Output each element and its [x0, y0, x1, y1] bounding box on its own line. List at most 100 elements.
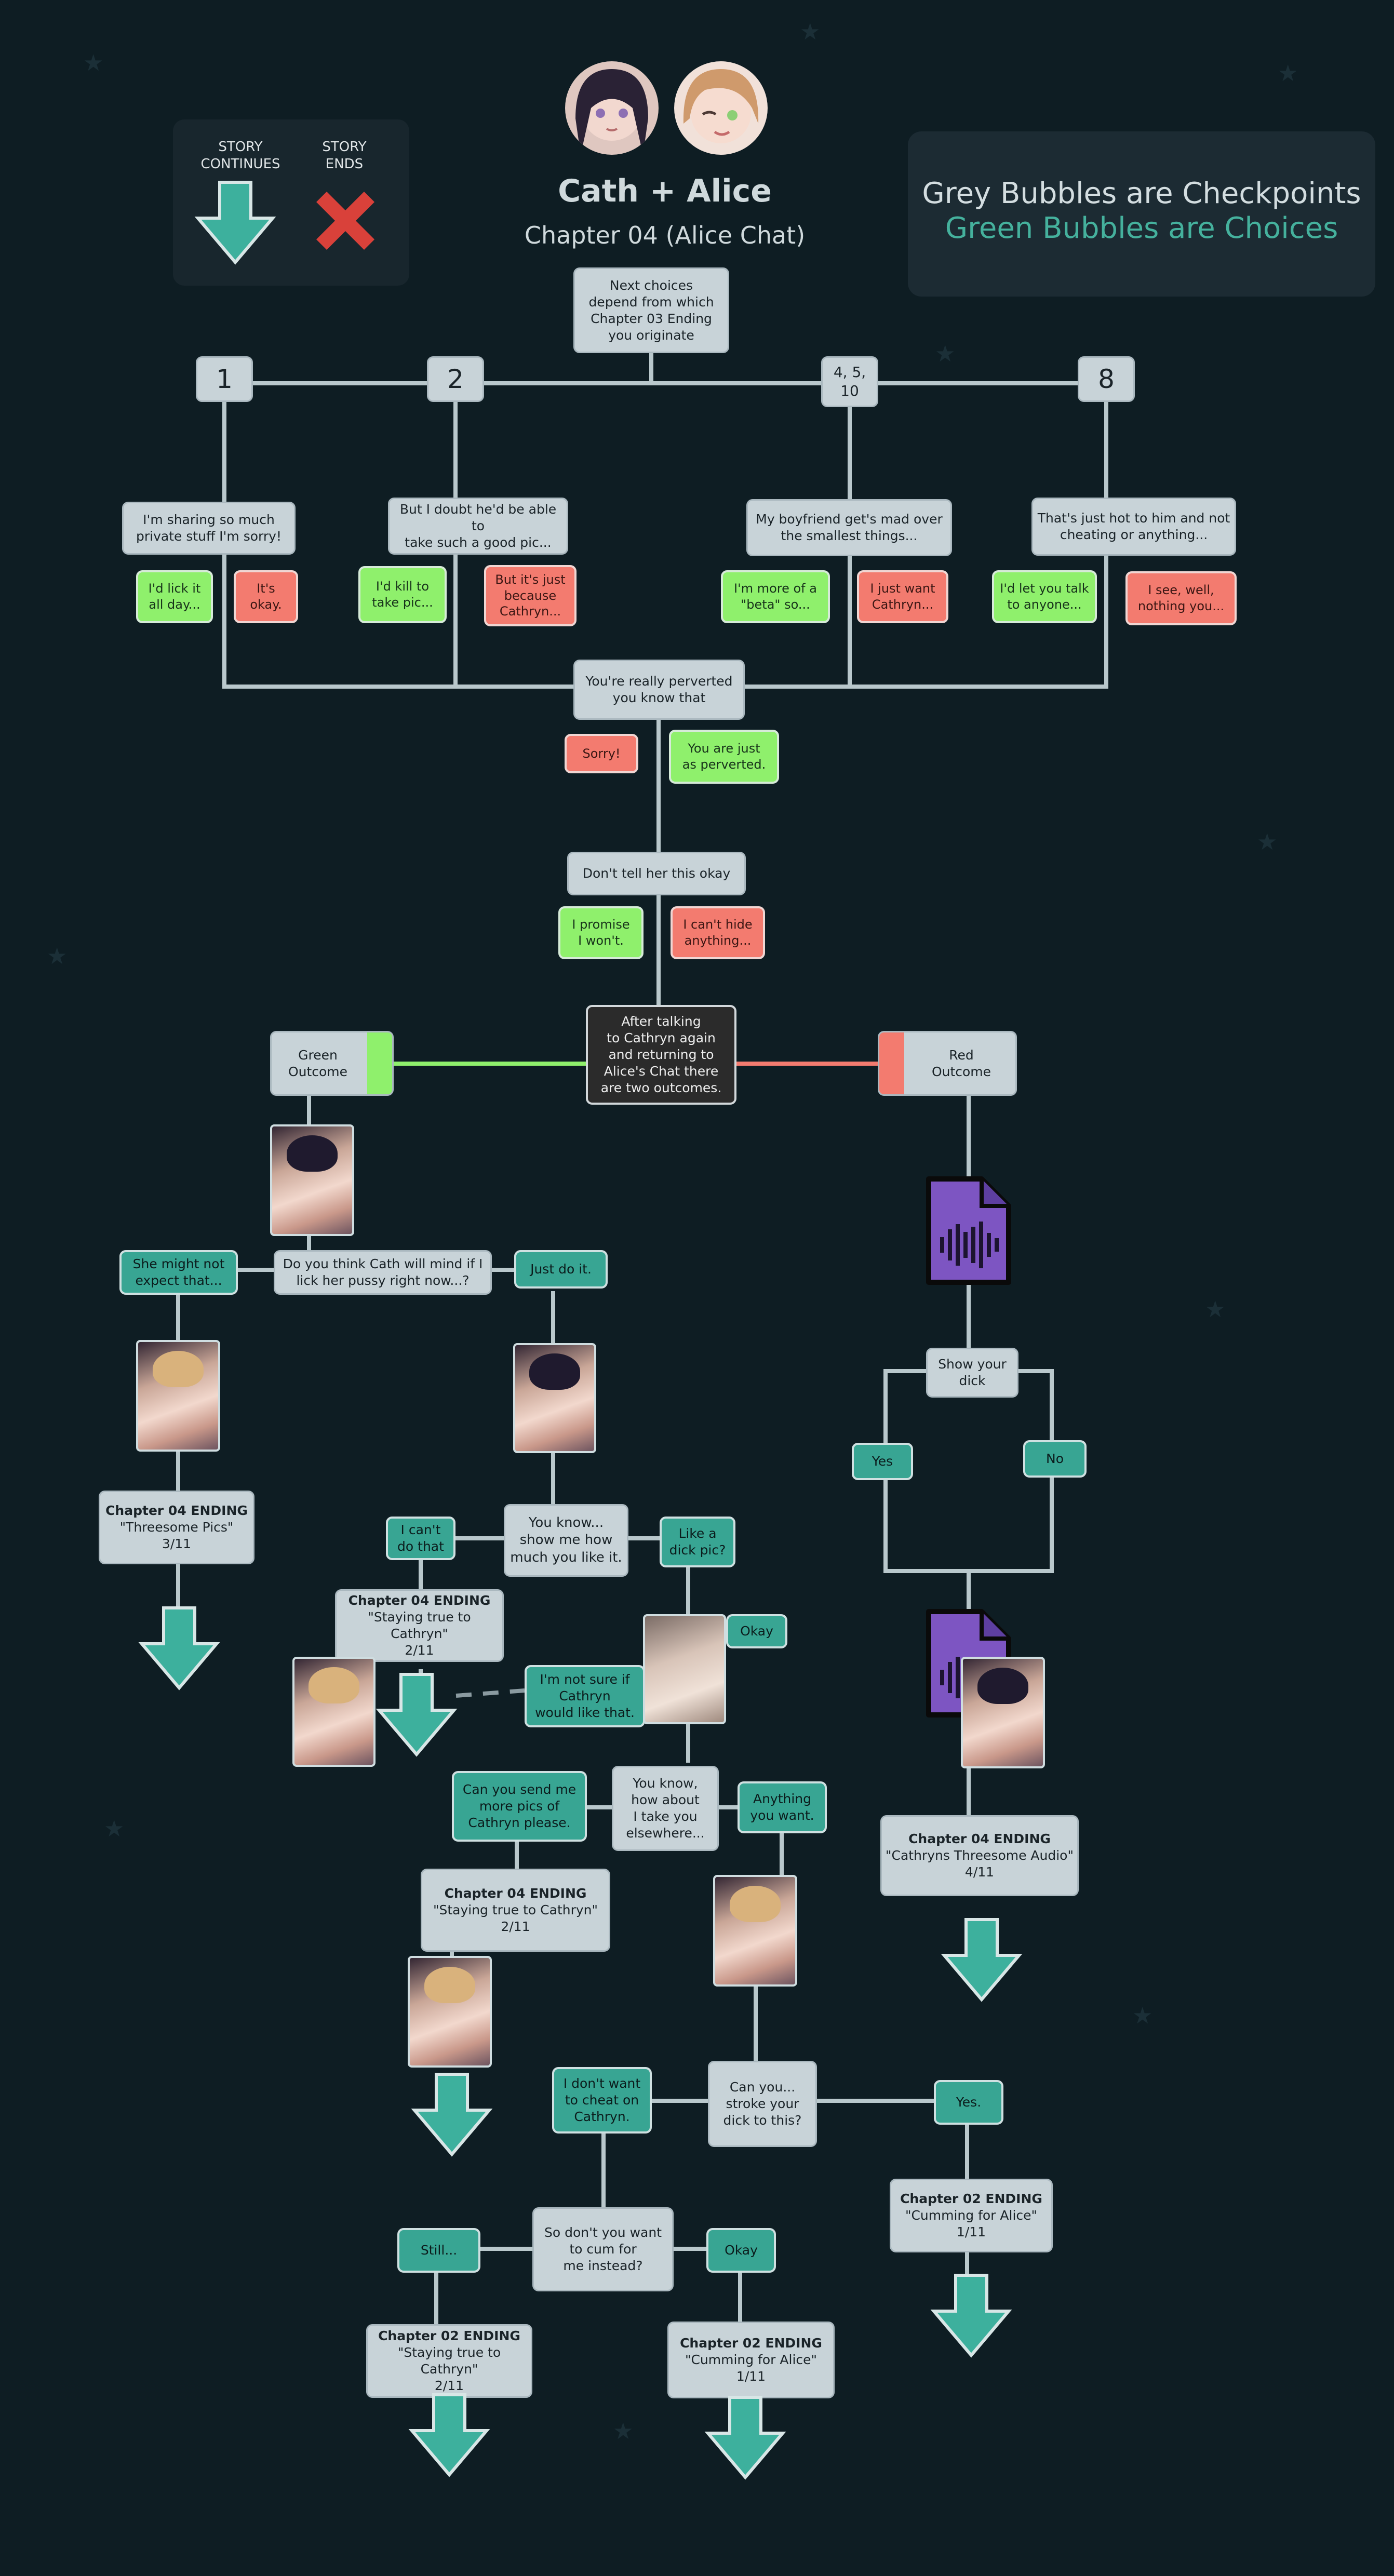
ending-name: "Staying true to Cathryn" — [433, 1902, 598, 1917]
choice-okay-1[interactable]: Okay — [726, 1614, 787, 1648]
background-star: ★ — [83, 50, 104, 76]
green-outcome: Green Outcome — [270, 1031, 394, 1096]
red-outcome: Red Outcome — [878, 1031, 1017, 1096]
choice-not-sure[interactable]: I'm not sure if Cathryn would like that. — [525, 1665, 645, 1727]
image-threesome-2 — [513, 1343, 596, 1453]
background-star: ★ — [613, 2418, 634, 2445]
background-star: ★ — [104, 1816, 125, 1842]
checkpoint-perverted: You're really perverted you know that — [573, 660, 745, 720]
choice-yes-stroke[interactable]: Yes. — [934, 2080, 1003, 2125]
image-staying-true-2 — [408, 1956, 492, 2068]
branch-8: 8 — [1078, 356, 1135, 402]
choice-just-want-cathryn[interactable]: I just want Cathryn... — [857, 570, 948, 623]
choice-promise[interactable]: I promise I won't. — [558, 906, 644, 959]
red-outcome-label: Red Outcome — [931, 1047, 991, 1079]
ending-title: Chapter 04 ENDING — [444, 1886, 587, 1901]
checkpoint-after-talking: After talking to Cathryn again and retur… — [586, 1005, 736, 1105]
choice-anything[interactable]: Anything you want. — [738, 1781, 827, 1833]
choice-just-as-perverted[interactable]: You are just as perverted. — [669, 730, 779, 784]
red-outcome-bar — [879, 1032, 904, 1094]
choice-let-you-talk[interactable]: I'd let you talk to anyone... — [992, 570, 1097, 623]
ending-staying-true-3: Chapter 02 ENDING "Staying true to Cathr… — [366, 2324, 532, 2398]
down-arrow-icon — [194, 181, 276, 265]
branch-4-5-10: 4, 5, 10 — [821, 356, 878, 407]
choice-still[interactable]: Still... — [397, 2228, 480, 2273]
checkpoint-sharing: I'm sharing so much private stuff I'm so… — [122, 502, 296, 555]
background-star: ★ — [1132, 2003, 1153, 2029]
ending-title: Chapter 04 ENDING — [908, 1831, 1051, 1846]
x-icon — [316, 192, 374, 250]
choice-nothing-you[interactable]: I see, well, nothing you... — [1125, 571, 1237, 625]
image-cath-audio — [961, 1657, 1045, 1768]
ending-count: 3/11 — [162, 1536, 192, 1551]
ending-staying-true-1: Chapter 04 ENDING "Staying true to Cathr… — [335, 1589, 504, 1662]
ending-arrow-icon — [408, 2393, 490, 2477]
checkpoint-boyfriend: My boyfriend get's mad over the smallest… — [746, 499, 952, 556]
checkpoint-show-me: You know... show me how much you like it… — [504, 1504, 628, 1577]
ending-count: 4/11 — [964, 1864, 995, 1880]
ending-title: Chapter 02 ENDING — [680, 2336, 822, 2351]
choice-more-of-a-beta[interactable]: I'm more of a "beta" so... — [721, 570, 830, 623]
ending-arrow-icon — [138, 1606, 220, 1691]
page-subtitle: Chapter 04 (Alice Chat) — [524, 221, 806, 249]
legend-ends-label: STORY ENDS — [322, 139, 367, 172]
ending-count: 1/11 — [736, 2369, 766, 2384]
image-alice — [713, 1875, 797, 1987]
choice-just-do-it[interactable]: Just do it. — [514, 1250, 608, 1289]
choice-sorry[interactable]: Sorry! — [565, 734, 638, 773]
ending-name: "Cumming for Alice" — [905, 2208, 1038, 2223]
legend-continues-label: STORY CONTINUES — [200, 139, 280, 172]
background-star: ★ — [800, 19, 821, 45]
checkpoint-how-about: You know, how about I take you elsewhere… — [612, 1766, 719, 1851]
ending-arrow-icon — [376, 1673, 458, 1757]
choice-dick-pic[interactable]: Like a dick pic? — [660, 1517, 735, 1567]
image-threesome-1 — [136, 1340, 220, 1452]
branch-2: 2 — [427, 356, 484, 402]
ending-name: "Cumming for Alice" — [685, 2352, 817, 2367]
background-star: ★ — [935, 341, 956, 367]
checkpoint-dont-tell: Don't tell her this okay — [567, 852, 746, 895]
choice-kill-to-take-pic[interactable]: I'd kill to take pic... — [358, 566, 447, 623]
choice-cant-hide[interactable]: I can't hide anything... — [671, 906, 765, 959]
choice-no[interactable]: No — [1023, 1440, 1087, 1478]
green-outcome-label: Green Outcome — [288, 1047, 348, 1079]
alice-avatar — [674, 61, 768, 155]
ending-name: "Threesome Pics" — [119, 1520, 234, 1535]
background-star: ★ — [1257, 829, 1278, 855]
choice-cant-do-that[interactable]: I can't do that — [386, 1517, 455, 1560]
ending-title: Chapter 04 ENDING — [348, 1593, 491, 1608]
choice-lick-it[interactable]: I'd lick it all day... — [136, 570, 213, 623]
ending-title: Chapter 02 ENDING — [900, 2191, 1042, 2206]
ending-arrow-icon — [411, 2073, 493, 2157]
checkpoint-good-pic: But I doubt he'd be able to take such a … — [388, 498, 568, 555]
ending-arrow-icon — [930, 2274, 1012, 2358]
ending-count: 1/11 — [956, 2224, 986, 2239]
ending-threesome-audio: Chapter 04 ENDING "Cathryns Threesome Au… — [880, 1815, 1079, 1896]
ending-count: 2/11 — [501, 1919, 530, 1934]
ending-threesome-pics: Chapter 04 ENDING "Threesome Pics" 3/11 — [99, 1491, 254, 1564]
ending-title: Chapter 04 ENDING — [105, 1503, 248, 1518]
ending-count: 2/11 — [405, 1643, 434, 1658]
choice-dont-cheat[interactable]: I don't want to cheat on Cathryn. — [552, 2067, 652, 2134]
choice-because-cathryn[interactable]: But it's just because Cathryn... — [484, 565, 577, 626]
image-staying-true-1 — [292, 1657, 376, 1767]
checkpoint-cath-mind: Do you think Cath will mind if I lick he… — [274, 1250, 492, 1295]
choice-send-more-pics[interactable]: Can you send me more pics of Cathryn ple… — [452, 1771, 587, 1842]
ending-title: Chapter 02 ENDING — [378, 2328, 520, 2343]
info-line-checkpoints: Grey Bubbles are Checkpoints — [922, 177, 1361, 211]
choice-might-not-expect[interactable]: She might not expect that... — [119, 1250, 238, 1295]
checkpoint-stroke: Can you... stroke your dick to this? — [708, 2061, 817, 2147]
choice-okay-2[interactable]: Okay — [706, 2228, 776, 2273]
background-star: ★ — [47, 943, 68, 970]
legend-box: STORY CONTINUES STORY ENDS — [173, 119, 409, 286]
choice-its-okay[interactable]: It's okay. — [234, 570, 298, 623]
choice-yes[interactable]: Yes — [852, 1443, 913, 1480]
checkpoint-intro: Next choices depend from which Chapter 0… — [573, 267, 729, 353]
cath-avatar — [565, 61, 659, 155]
ending-cumming-for-alice-2: Chapter 02 ENDING "Cumming for Alice" 1/… — [667, 2322, 835, 2398]
background-star: ★ — [1278, 60, 1298, 87]
ending-arrow-icon — [704, 2396, 786, 2480]
ending-name: "Staying true to Cathryn" — [368, 1609, 471, 1641]
info-box: Grey Bubbles are Checkpoints Green Bubbl… — [908, 131, 1375, 297]
checkpoint-show-dick: Show your dick — [926, 1348, 1018, 1398]
